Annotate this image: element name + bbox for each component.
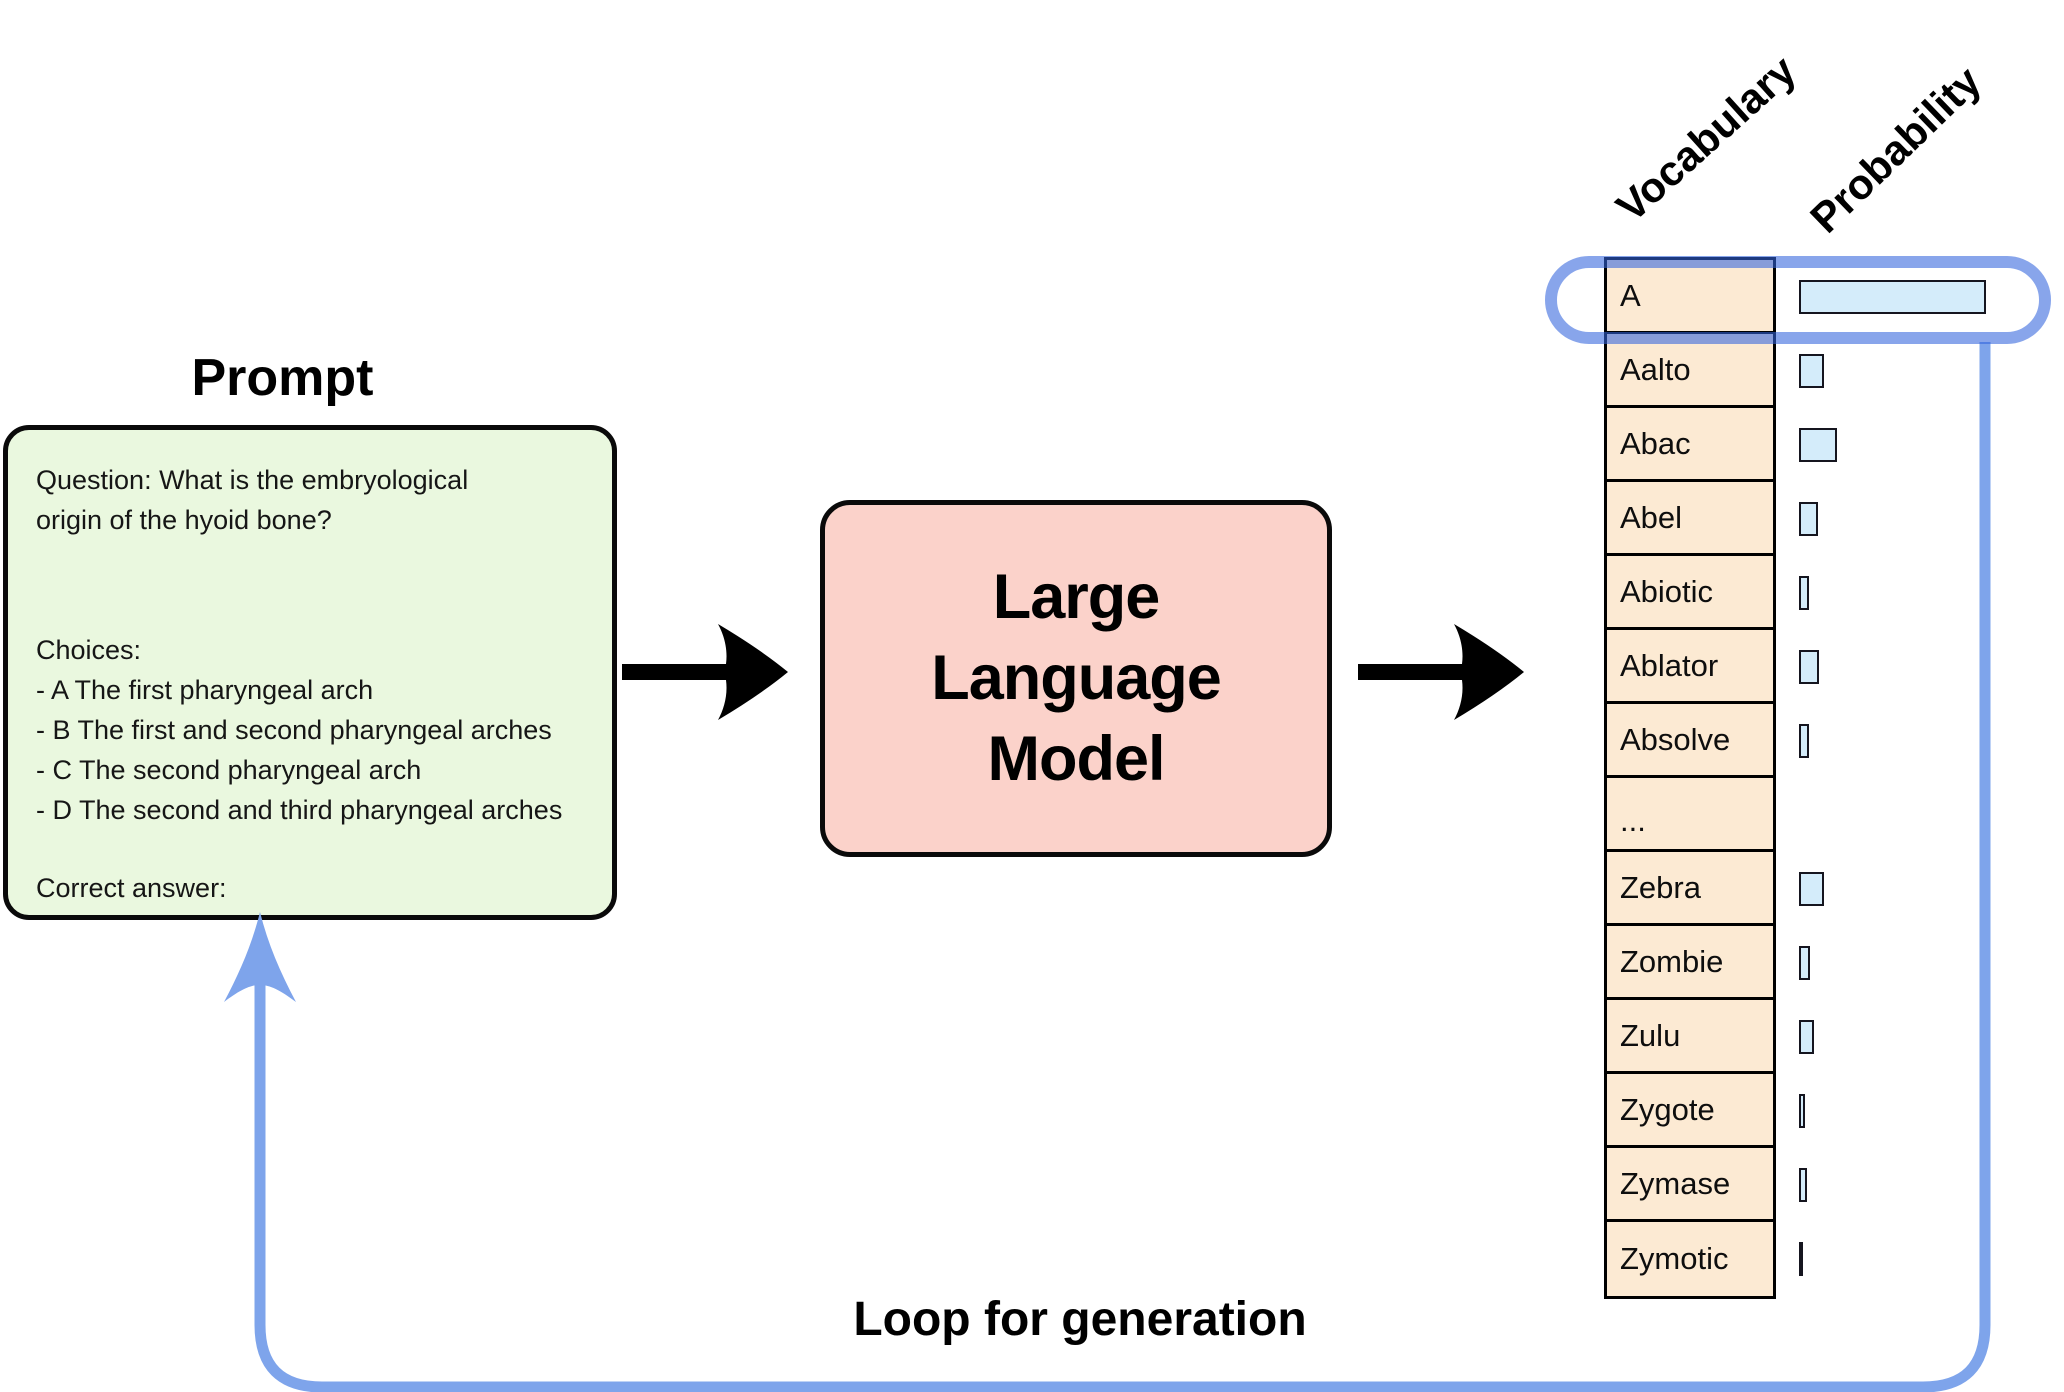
- probability-bar: [1799, 650, 1819, 684]
- vocab-row: Zygote: [1607, 1074, 1773, 1148]
- choice-item: - A The first pharyngeal arch: [36, 675, 374, 705]
- vocab-row: Ablator: [1607, 630, 1773, 704]
- probability-header: Probability: [1801, 57, 1990, 242]
- prompt-question: Question: What is the embryological orig…: [36, 465, 469, 535]
- llm-box: Large Language Model: [820, 500, 1332, 857]
- choices-block: Choices: - A The first pharyngeal arch- …: [36, 630, 562, 830]
- choice-item: - D The second and third pharyngeal arch…: [36, 795, 563, 825]
- probability-bar: [1799, 280, 1986, 314]
- llm-label-line: Model: [987, 724, 1166, 794]
- probability-bar: [1799, 872, 1824, 906]
- vocab-row: Zymotic: [1620, 1241, 1729, 1276]
- probability-bar: [1799, 1094, 1805, 1128]
- vocab-row: Zebra: [1607, 852, 1773, 926]
- llm-label-line: Language: [931, 643, 1222, 713]
- prompt-title: Prompt: [191, 349, 374, 407]
- choice-item: - B The first and second pharyngeal arch…: [36, 715, 552, 745]
- vocab-row: Zombie: [1607, 926, 1773, 1000]
- prompt-box: Question: What is the embryological orig…: [3, 425, 617, 920]
- probability-bar: [1799, 1168, 1807, 1202]
- probability-bar: [1799, 354, 1824, 388]
- loop-arrowhead-icon: [224, 912, 296, 1002]
- probability-bar: [1799, 946, 1810, 980]
- vocab-row: Zymase: [1607, 1148, 1773, 1222]
- vocab-row: Abiotic: [1607, 556, 1773, 630]
- probability-bar: [1799, 428, 1837, 462]
- llm-label-line: Large: [992, 562, 1161, 632]
- probability-bar: [1799, 1242, 1803, 1276]
- choices-label: Choices:: [36, 635, 142, 665]
- probability-bar: [1799, 724, 1809, 758]
- loop-label: Loop for generation: [853, 1293, 1307, 1346]
- vocab-row: Absolve: [1607, 704, 1773, 778]
- vocabulary-header: Vocabulary: [1607, 46, 1805, 231]
- probability-bar: [1799, 502, 1818, 536]
- probability-bar: [1799, 1020, 1814, 1054]
- correct-answer-label: Correct answer:: [36, 873, 227, 903]
- vocab-row: Abac: [1607, 408, 1773, 482]
- vocab-row: Zulu: [1607, 1000, 1773, 1074]
- vocab-row: Abel: [1607, 482, 1773, 556]
- vocab-row: Aalto: [1607, 334, 1773, 408]
- choice-item: - C The second pharyngeal arch: [36, 755, 422, 785]
- choices-list: - A The first pharyngeal arch - B The fir…: [36, 670, 562, 830]
- vocab-row-selected: A: [1607, 260, 1773, 334]
- probability-bar: [1799, 576, 1809, 610]
- arrow-right-icon: [1358, 624, 1524, 720]
- vocab-row: ...: [1607, 778, 1773, 852]
- arrow-right-icon: [622, 624, 788, 720]
